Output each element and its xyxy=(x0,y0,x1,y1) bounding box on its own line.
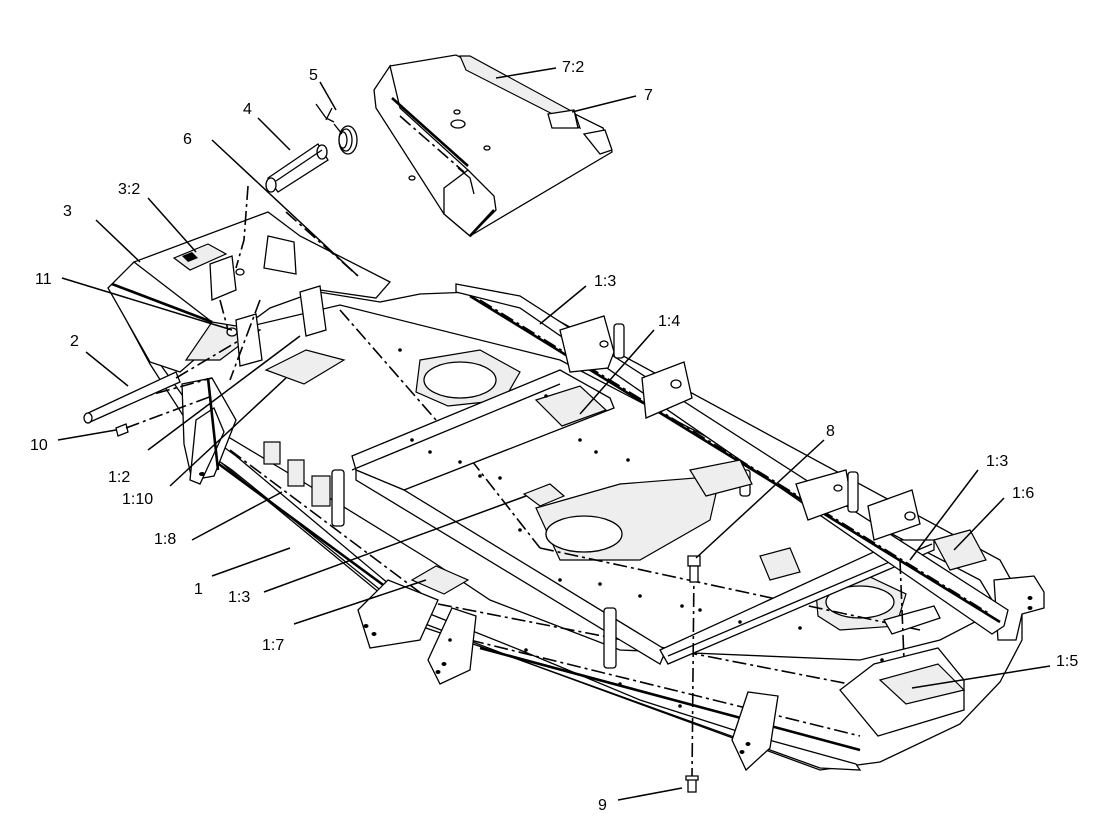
deck-cover-part xyxy=(373,54,613,238)
callout-6: 6 xyxy=(183,131,192,148)
leader-lines xyxy=(57,67,1051,801)
callout-8: 8 xyxy=(826,423,835,440)
callout-1-8: 1:8 xyxy=(154,531,176,548)
callout-1-2: 1:2 xyxy=(108,469,130,486)
callout-1-3-top: 1:3 xyxy=(594,273,616,290)
callout-2: 2 xyxy=(70,333,79,350)
callout-11: 11 xyxy=(35,271,52,288)
callout-1-10: 1:10 xyxy=(122,491,153,508)
callout-10: 10 xyxy=(30,437,48,454)
roller-part xyxy=(265,143,329,193)
callout-1-3-front: 1:3 xyxy=(228,589,250,606)
mower-deck xyxy=(83,185,1045,793)
spring-part xyxy=(315,103,358,155)
callout-1-3-right: 1:3 xyxy=(986,453,1008,470)
callout-labels: 7:2 7 5 4 6 3:2 3 11 2 10 1:2 1:10 1:8 1… xyxy=(30,59,1078,814)
callout-5: 5 xyxy=(309,67,318,84)
callout-3: 3 xyxy=(63,203,72,220)
callout-1-5: 1:5 xyxy=(1056,653,1078,670)
callout-3-2: 3:2 xyxy=(118,181,140,198)
callout-7-2: 7:2 xyxy=(562,59,584,76)
callout-1-6: 1:6 xyxy=(1012,485,1034,502)
callout-7: 7 xyxy=(644,87,653,104)
callout-9: 9 xyxy=(598,797,607,814)
callout-4: 4 xyxy=(243,101,252,118)
callout-1-4: 1:4 xyxy=(658,313,680,330)
hardware-holes xyxy=(398,348,884,708)
callout-1: 1 xyxy=(194,581,203,598)
callout-1-7: 1:7 xyxy=(262,637,284,654)
